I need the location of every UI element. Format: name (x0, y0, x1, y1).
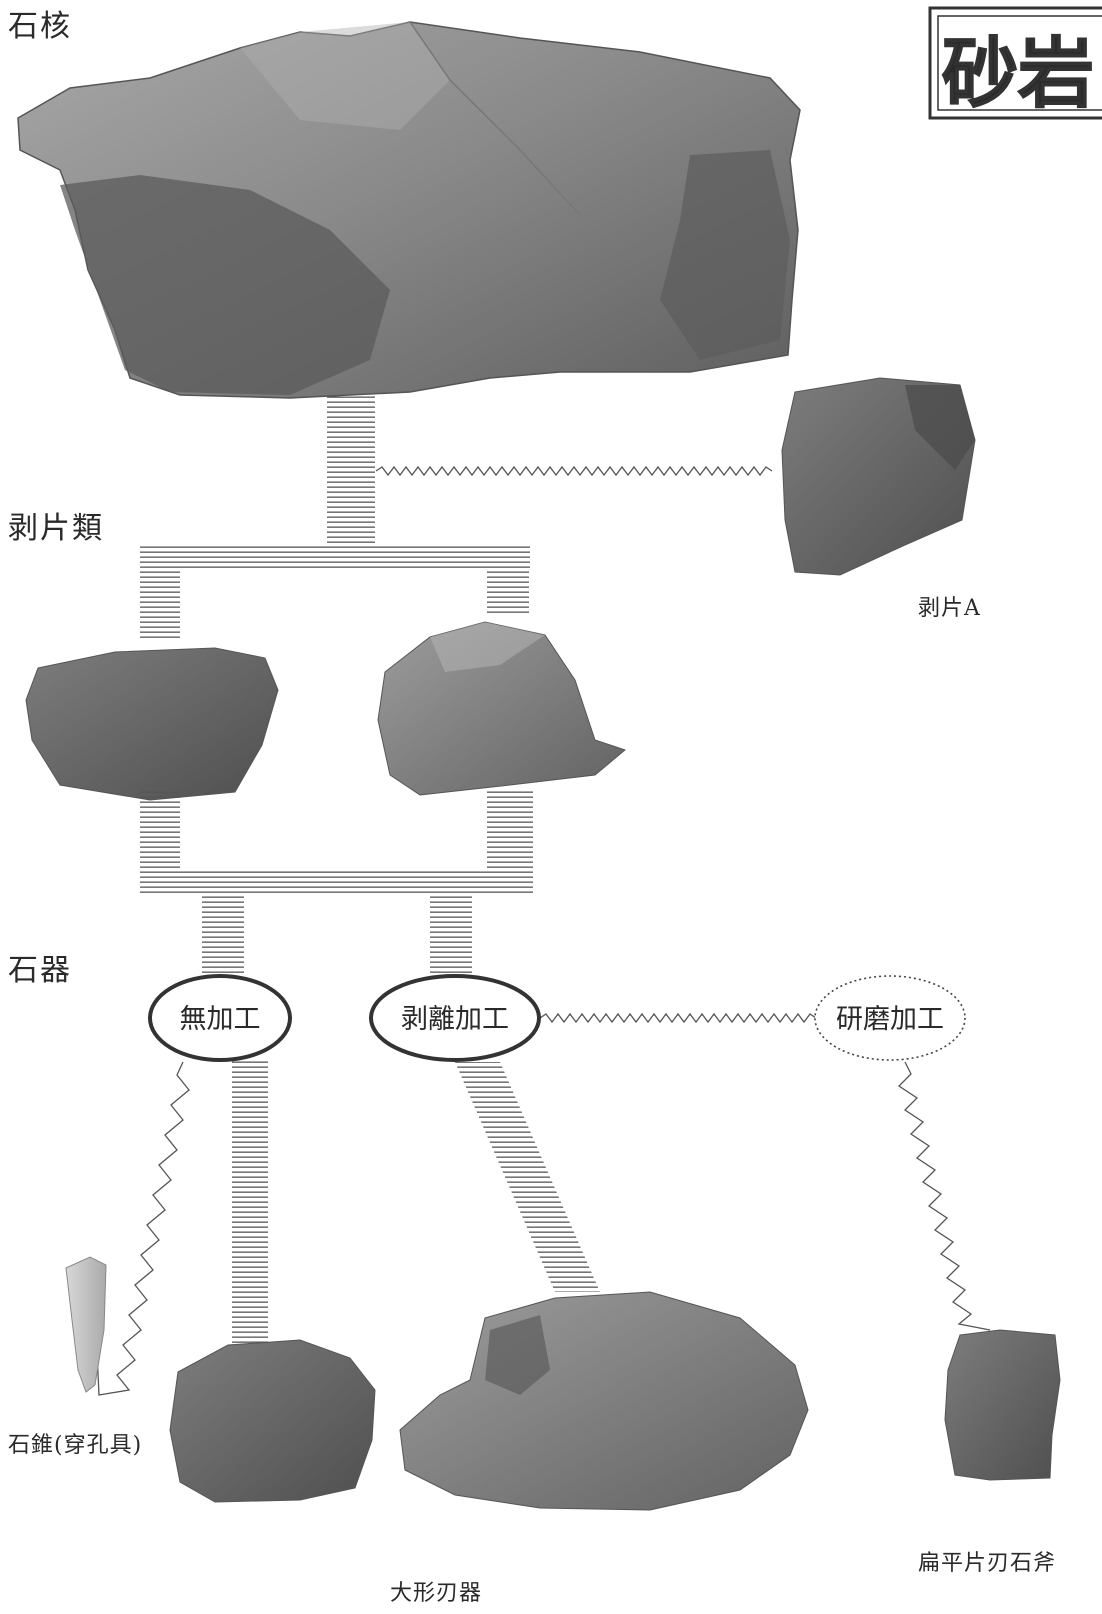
node-flaking: 剥離加工 (371, 976, 539, 1060)
node-flaking-label: 剥離加工 (401, 1004, 509, 1035)
connector-core-to-flakes (327, 395, 375, 543)
flake-right-image (378, 622, 625, 795)
core-stone-image (18, 22, 800, 398)
bracket-upper (140, 543, 530, 639)
flake-a-image (782, 378, 975, 575)
large-blade-caption: 大形刃器 (390, 1581, 482, 1606)
wavy-link-grinding (540, 1014, 816, 1022)
wavy-link-drill (93, 1062, 189, 1395)
flat-axe-caption: 扁平片刃石斧 (918, 1551, 1056, 1576)
section-label-core: 石核 (8, 9, 72, 44)
section-label-tools: 石器 (8, 953, 72, 988)
connector-to-flaking (430, 896, 472, 976)
node-grinding: 研磨加工 (815, 976, 965, 1060)
drill-image (66, 1257, 106, 1392)
node-no-processing-label: 無加工 (180, 1004, 261, 1035)
connector-no-processing-to-tool (232, 1060, 268, 1345)
unprocessed-flake-tool-image (170, 1340, 375, 1502)
connector-to-no-processing (202, 896, 244, 976)
node-no-processing: 無加工 (150, 976, 290, 1060)
large-blade-image (400, 1292, 808, 1510)
wavy-link-flake-a (376, 467, 772, 475)
wavy-link-flat-axe-visible (899, 1062, 990, 1330)
bracket-lower (140, 790, 533, 896)
stamp-box: 砂岩 (930, 8, 1102, 118)
section-label-flakes: 剥片類 (8, 511, 104, 546)
connector-flaking-to-large-blade (455, 1062, 600, 1292)
flake-left-image (26, 648, 278, 800)
drill-caption: 石錐(穿孔具) (8, 1433, 142, 1458)
flat-axe-image (945, 1330, 1060, 1480)
flake-a-caption: 剥片A (918, 596, 981, 621)
node-grinding-label: 研磨加工 (836, 1004, 944, 1035)
stamp-label: 砂岩 (942, 29, 1094, 118)
